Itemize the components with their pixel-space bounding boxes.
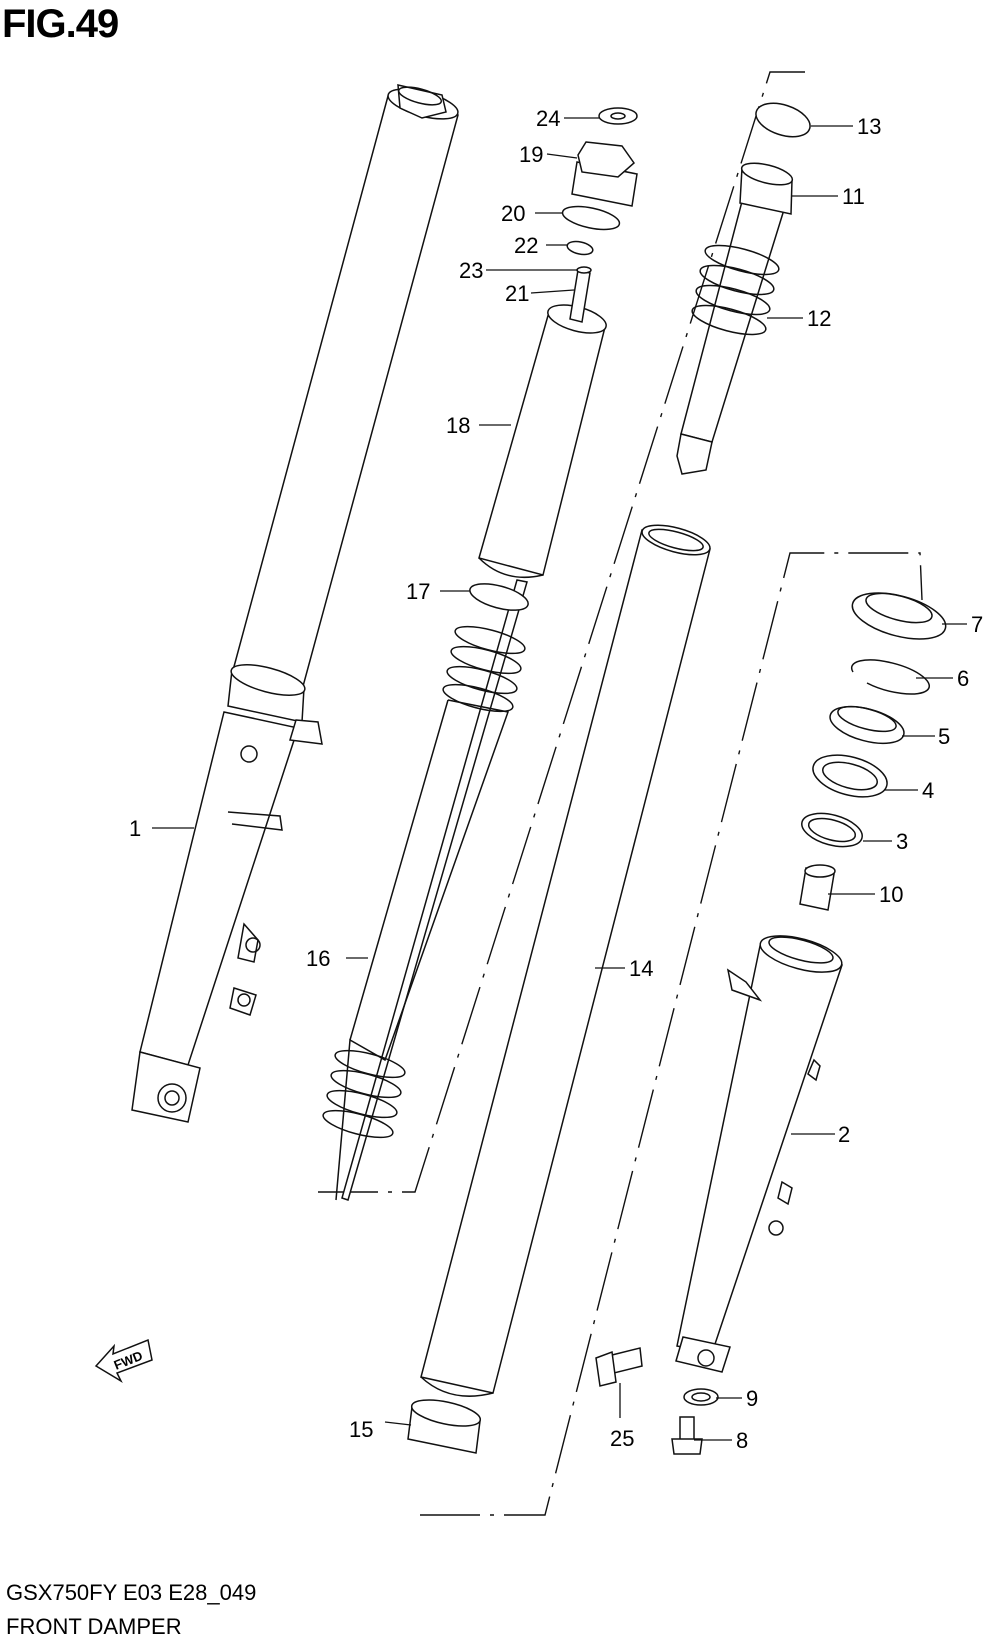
figure-title: FIG.49 (2, 2, 119, 46)
figure-name-caption: FRONT DAMPER (6, 1614, 182, 1639)
part-9-gasket (683, 1388, 719, 1406)
part-25-bolt (595, 1347, 643, 1387)
part-20-o-ring (561, 205, 621, 231)
part-5-oil-seal (829, 705, 905, 745)
model-code-caption: GSX750FY E03 E28_049 (6, 1580, 257, 1605)
part-16-damper-rod (335, 579, 528, 1201)
part-8-bolt (671, 1416, 703, 1455)
part-4-washer (812, 754, 888, 798)
callout-21: 21 (505, 281, 529, 306)
callout-5: 5 (938, 724, 950, 749)
callout-13: 13 (857, 114, 881, 139)
callout-18: 18 (446, 413, 470, 438)
part-7-dust-seal (851, 592, 947, 640)
callout-3: 3 (896, 829, 908, 854)
part-13-o-ring (755, 102, 811, 138)
part-19-cap-bolt (571, 141, 638, 207)
callout-1: 1 (129, 816, 141, 841)
part-1-outer-tube (131, 84, 459, 1123)
leader-lines (152, 117, 967, 1441)
callout-25: 25 (610, 1426, 634, 1451)
part-6-snap-ring (850, 659, 931, 695)
callout-10: 10 (879, 882, 903, 907)
callout-2: 2 (838, 1122, 850, 1147)
part-14-inner-tube (420, 524, 711, 1397)
callout-14: 14 (629, 956, 653, 981)
part-12-spring (691, 244, 780, 336)
callout-9: 9 (746, 1386, 758, 1411)
callout-16: 16 (306, 946, 330, 971)
part-16-upper-spring (442, 625, 526, 713)
callout-8: 8 (736, 1428, 748, 1453)
callout-6: 6 (957, 666, 969, 691)
callout-4: 4 (922, 778, 934, 803)
part-2-lower-fork-leg (675, 935, 843, 1373)
callout-12: 12 (807, 306, 831, 331)
part-15-bushing (407, 1399, 482, 1454)
inner-group-outline (318, 71, 805, 1193)
part-17-ring (469, 583, 529, 611)
callout-19: 19 (519, 142, 543, 167)
callout-23: 23 (459, 258, 483, 283)
callout-11: 11 (842, 184, 865, 209)
part-11-spacer (676, 162, 794, 475)
callout-20: 20 (501, 201, 525, 226)
callout-7: 7 (971, 612, 983, 637)
callout-24: 24 (536, 106, 560, 131)
part-24-washer (598, 107, 638, 125)
part-18-damper-cylinder (478, 304, 607, 579)
part-22-o-ring (566, 240, 594, 256)
part-21-rod (569, 266, 592, 323)
outer-group-outline (420, 552, 923, 1516)
part-10-oil-lock-piece (799, 864, 836, 911)
callout-22: 22 (514, 233, 538, 258)
callout-15: 15 (349, 1417, 373, 1442)
part-3-bushing (801, 812, 863, 848)
part-16-lower-spring (322, 1049, 406, 1139)
fwd-arrow-icon: FWD (94, 1338, 153, 1383)
callout-17: 17 (406, 579, 430, 604)
